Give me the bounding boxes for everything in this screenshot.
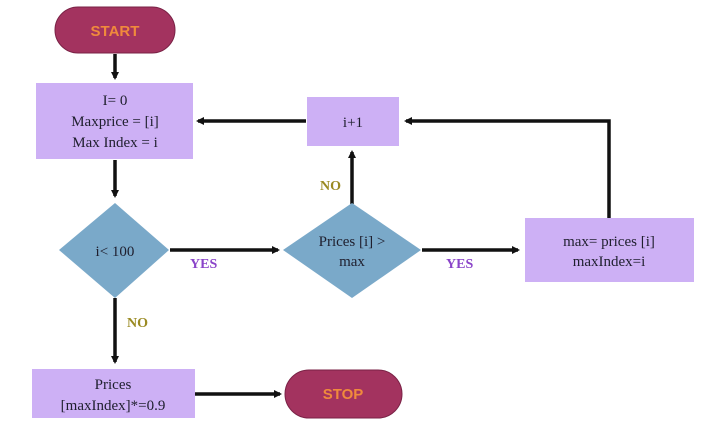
node-stop: STOP: [284, 369, 403, 419]
compare-line-2: max: [339, 254, 365, 270]
discount-line-2: [maxIndex]*=0.9: [61, 398, 166, 414]
label-no-compare: NO: [320, 179, 341, 194]
node-compare: Prices [i] > max: [283, 203, 421, 298]
label-yes-compare: YES: [446, 257, 473, 272]
loop-check-label: i< 100: [96, 244, 135, 260]
node-loop-check: i< 100: [59, 203, 169, 298]
edge-update-to-increment: [404, 117, 611, 218]
discount-line-1: Prices: [95, 377, 132, 393]
increment-label: i+1: [343, 115, 363, 131]
stop-label: STOP: [323, 386, 364, 403]
init-line-1: I= 0: [103, 93, 128, 109]
node-discount: Prices [maxIndex]*=0.9: [32, 369, 195, 418]
edges: [111, 54, 611, 398]
node-init: I= 0 Maxprice = [i] Max Index = i: [36, 83, 193, 159]
update-max-line-1: max= prices [i]: [563, 234, 655, 250]
node-increment: i+1: [307, 97, 399, 146]
node-start: START: [54, 6, 176, 54]
init-line-2: Maxprice = [i]: [71, 114, 159, 130]
compare-line-1: Prices [i] >: [319, 234, 386, 250]
node-update-max: max= prices [i] maxIndex=i: [525, 218, 694, 282]
init-line-3: Max Index = i: [72, 135, 158, 151]
start-label: START: [91, 23, 140, 40]
label-no-loop: NO: [127, 316, 148, 331]
update-max-line-2: maxIndex=i: [573, 254, 646, 270]
label-yes-loop: YES: [190, 257, 217, 272]
